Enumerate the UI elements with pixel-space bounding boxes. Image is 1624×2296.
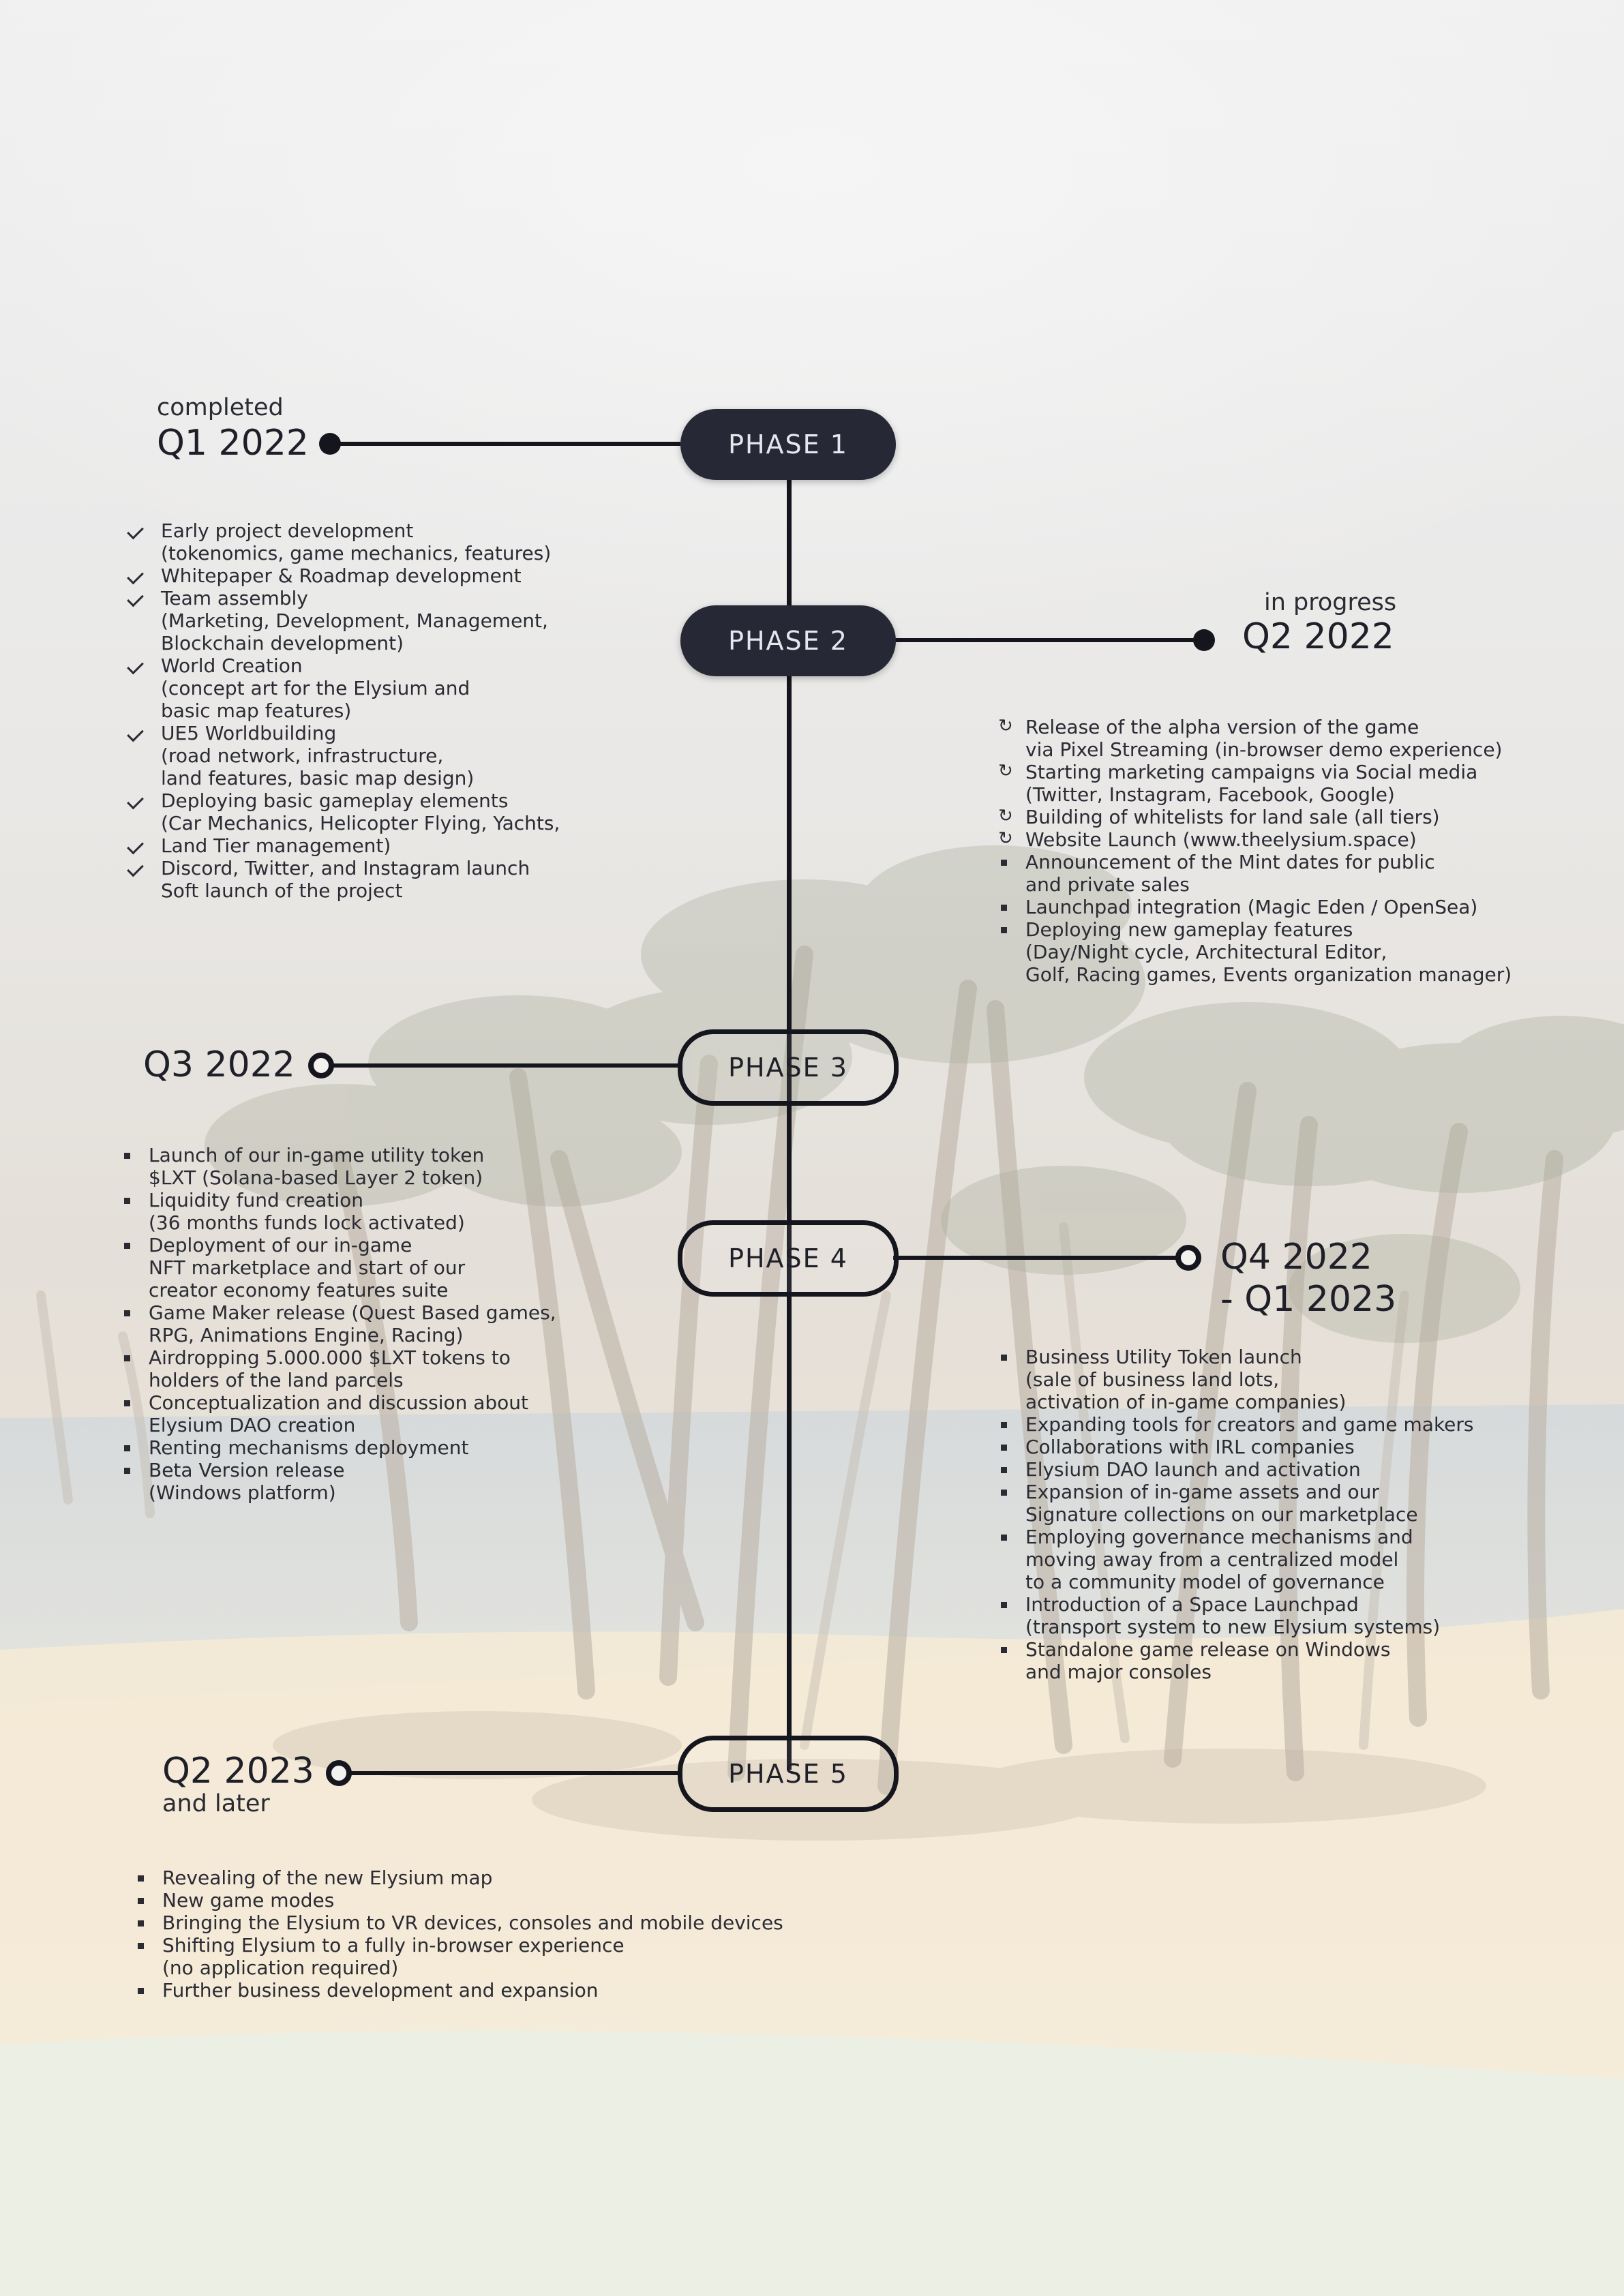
phase-5-task: Bringing the Elysium to VR devices, cons… xyxy=(135,1912,885,1934)
phase-5-task-list: Revealing of the new Elysium map New gam… xyxy=(135,1867,885,2002)
phase-2-task: Announcement of the Mint dates for publi… xyxy=(998,851,1544,896)
phase-1-task: Deploying basic gameplay elements (Car M… xyxy=(125,789,603,834)
phase-2-task-in-progress: Website Launch (www.theelysium.space) xyxy=(998,828,1544,851)
phase-2-task-in-progress: Release of the alpha version of the game… xyxy=(998,715,1544,761)
timeline-spine xyxy=(787,444,792,1770)
phase-5-marker-ring xyxy=(326,1760,352,1786)
phase-2-task: Deploying new gameplay features (Day/Nig… xyxy=(998,918,1544,986)
phase-4-task: Introduction of a Space Launchpad (trans… xyxy=(998,1593,1544,1638)
phase-4-task: Collaborations with IRL companies xyxy=(998,1436,1544,1458)
phase-1-task: World Creation (concept art for the Elys… xyxy=(125,654,603,722)
phase-1-date: Q1 2022 xyxy=(157,423,309,464)
phase-3-task: Launch of our in-game utility token $LXT… xyxy=(121,1144,599,1189)
phase-2-task-list: Release of the alpha version of the game… xyxy=(998,715,1544,986)
phase-1-task: Early project development (tokenomics, g… xyxy=(125,519,603,564)
phase-2-task: Launchpad integration (Magic Eden / Open… xyxy=(998,896,1544,918)
phase-4-task: Standalone game release on Windows and m… xyxy=(998,1638,1544,1683)
phase-4-task: Employing governance mechanisms and movi… xyxy=(998,1526,1544,1593)
phase-1-task: UE5 Worldbuilding (road network, infrast… xyxy=(125,722,603,789)
phase-4-date-line2: - Q1 2023 xyxy=(1220,1279,1397,1320)
phase-4-pill: PHASE 4 xyxy=(678,1220,899,1297)
phase-3-marker-ring xyxy=(308,1053,334,1078)
phase-3-date: Q3 2022 xyxy=(143,1044,295,1085)
phase-1-task-list: Early project development (tokenomics, g… xyxy=(125,519,603,902)
phase-4-marker-ring xyxy=(1175,1245,1201,1271)
phase-2-date: Q2 2022 xyxy=(1242,616,1394,657)
phase-5-task: Shifting Elysium to a fully in-browser e… xyxy=(135,1934,885,1979)
phase-3-task: Deployment of our in-game NFT marketplac… xyxy=(121,1234,599,1301)
phase-4-task-list: Business Utility Token launch (sale of b… xyxy=(998,1346,1544,1683)
phase-2-task-in-progress: Starting marketing campaigns via Social … xyxy=(998,760,1544,806)
phase-3-task: Airdropping 5.000.000 $LXT tokens to hol… xyxy=(121,1346,599,1391)
phase-1-task: Team assembly (Marketing, Development, M… xyxy=(125,587,603,654)
phase-2-connector xyxy=(893,638,1204,642)
phase-3-task: Conceptualization and discussion about E… xyxy=(121,1391,599,1436)
phase-1-status: completed xyxy=(157,394,284,421)
phase-5-pill: PHASE 5 xyxy=(678,1736,899,1812)
phase-4-date-line1: Q4 2022 xyxy=(1220,1237,1372,1278)
phase-5-task: New game modes xyxy=(135,1889,885,1912)
phase-2-pill: PHASE 2 xyxy=(680,605,896,676)
phase-1-marker-dot xyxy=(319,433,341,455)
phase-3-task: Game Maker release (Quest Based games, R… xyxy=(121,1301,599,1346)
phase-4-task: Expanding tools for creators and game ma… xyxy=(998,1413,1544,1436)
phase-5-date-sub: and later xyxy=(162,1790,270,1817)
phase-1-pill: PHASE 1 xyxy=(680,409,896,480)
phase-3-pill: PHASE 3 xyxy=(678,1029,899,1106)
phase-4-task: Business Utility Token launch (sale of b… xyxy=(998,1346,1544,1413)
phase-1-connector xyxy=(330,442,680,446)
phase-2-status: in progress xyxy=(1264,589,1397,616)
phase-1-task: Land Tier management) xyxy=(125,834,603,857)
phase-3-task: Renting mechanisms deployment xyxy=(121,1436,599,1459)
phase-5-task: Revealing of the new Elysium map xyxy=(135,1867,885,1889)
phase-3-task-list: Launch of our in-game utility token $LXT… xyxy=(121,1144,599,1504)
phase-4-task: Expansion of in-game assets and our Sign… xyxy=(998,1481,1544,1526)
phase-5-date: Q2 2023 xyxy=(162,1751,314,1792)
phase-4-task: Elysium DAO launch and activation xyxy=(998,1458,1544,1481)
phase-5-task: Further business development and expansi… xyxy=(135,1979,885,2002)
phase-3-connector xyxy=(323,1063,680,1068)
phase-2-task-in-progress: Building of whitelists for land sale (al… xyxy=(998,805,1544,828)
phase-1-task: Whitepaper & Roadmap development xyxy=(125,564,603,587)
phase-3-task: Beta Version release (Windows platform) xyxy=(121,1459,599,1504)
phase-2-marker-dot xyxy=(1193,629,1215,651)
phase-4-connector xyxy=(893,1256,1190,1260)
phase-1-task: Discord, Twitter, and Instagram launch S… xyxy=(125,857,603,902)
phase-3-task: Liquidity fund creation (36 months funds… xyxy=(121,1189,599,1234)
phase-5-connector xyxy=(342,1771,680,1775)
